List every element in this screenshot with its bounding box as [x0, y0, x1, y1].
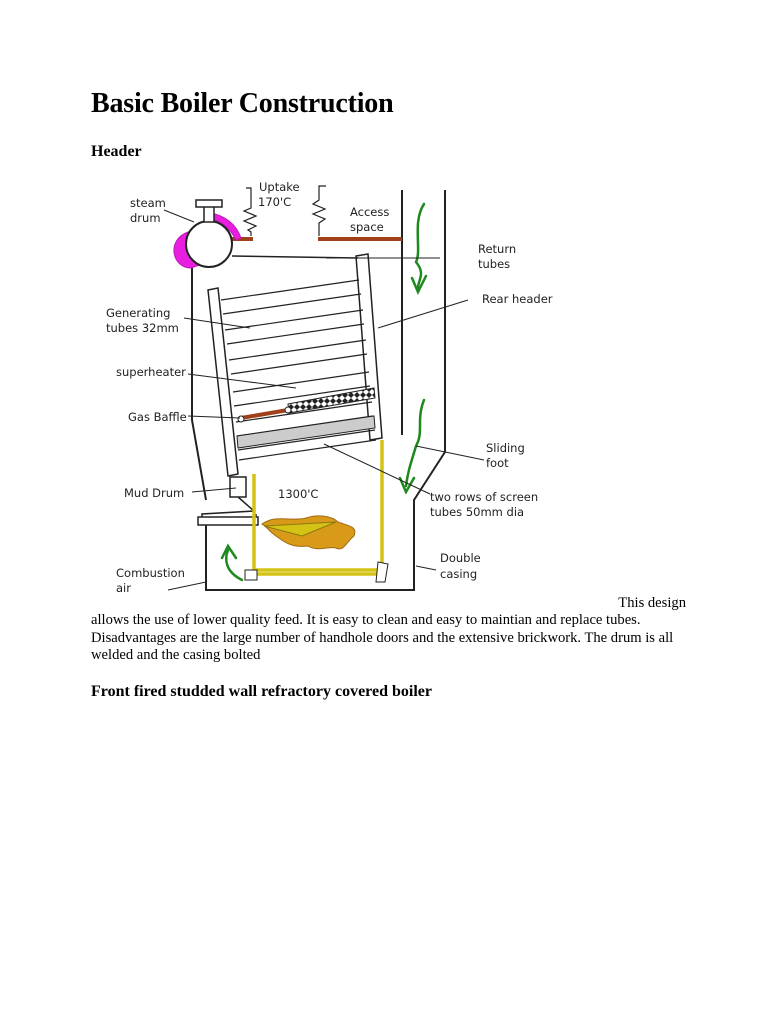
label-superheater: superheater — [116, 365, 186, 379]
boiler-diagram: steam drum Uptake 170'C Access space Ret… — [106, 180, 553, 595]
label-access-2: space — [350, 220, 384, 234]
label-screen-2: tubes 50mm dia — [430, 505, 524, 519]
label-gas-baffle: Gas Baffle — [128, 410, 187, 424]
label-access-1: Access — [350, 205, 389, 219]
access-marker — [311, 185, 327, 236]
label-return-1: Return — [478, 242, 516, 256]
label-combustion-2: air — [116, 581, 131, 595]
gas-baffle — [237, 406, 292, 423]
description-body: allows the use of lower quality feed. It… — [91, 612, 674, 664]
description-lead: This design — [618, 595, 686, 611]
label-uptake-1: Uptake — [259, 180, 300, 194]
screen-tubes — [236, 415, 376, 449]
label-rear-header: Rear header — [482, 292, 553, 306]
rear-header — [355, 253, 383, 441]
steam-drum — [173, 199, 242, 269]
label-temp: 1300'C — [278, 487, 318, 501]
label-double-1: Double — [440, 551, 481, 565]
boiler-casing — [191, 190, 446, 591]
label-sliding-1: Sliding — [486, 441, 525, 455]
label-screen-1: two rows of screen — [430, 490, 538, 504]
label-generating-2: tubes 32mm — [106, 321, 179, 335]
label-mud-drum: Mud Drum — [124, 486, 184, 500]
next-section-heading: Front fired studded wall refractory cove… — [91, 683, 432, 700]
label-uptake-2: 170'C — [258, 195, 291, 209]
description-paragraph: This design allows the use of lower qual… — [91, 595, 691, 665]
label-steam-drum-2: drum — [130, 211, 161, 225]
section-heading: Header — [91, 143, 142, 160]
diagram-labels: steam drum Uptake 170'C Access space Ret… — [106, 180, 553, 595]
flow-arrows — [220, 202, 428, 582]
label-return-2: tubes — [478, 257, 510, 271]
label-double-2: casing — [440, 567, 477, 581]
leader-lines — [163, 209, 485, 591]
label-steam-drum-1: steam — [130, 196, 166, 210]
screen-loop — [248, 440, 384, 576]
label-sliding-2: foot — [486, 456, 509, 470]
page-title: Basic Boiler Construction — [91, 88, 394, 119]
screen-loop-outline — [244, 561, 389, 583]
uptake-marker — [242, 187, 258, 236]
label-generating-1: Generating — [106, 306, 170, 320]
burner-nozzle — [263, 521, 337, 537]
label-combustion-1: Combustion — [116, 566, 185, 580]
front-header — [197, 287, 259, 526]
